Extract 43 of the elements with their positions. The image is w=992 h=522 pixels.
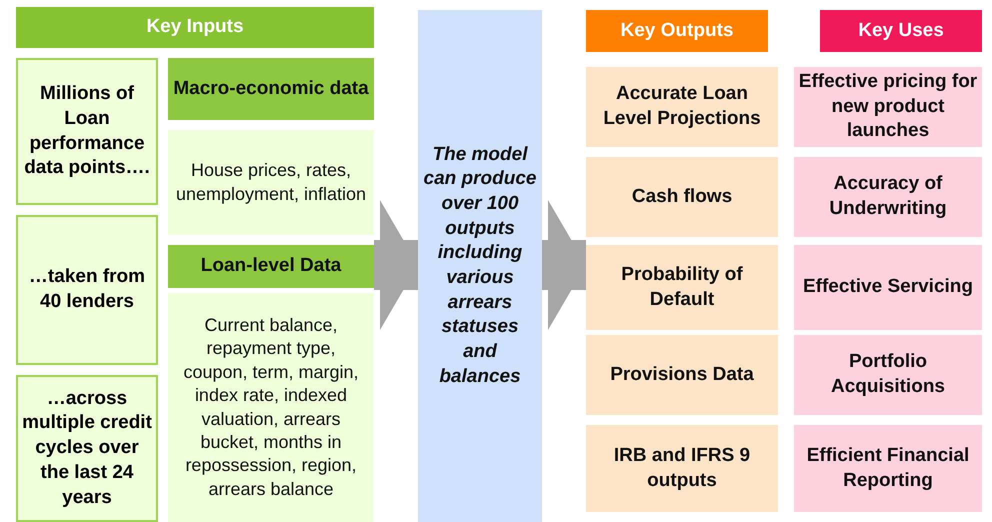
- box-text: Effective Servicing: [802, 275, 974, 300]
- box-text: House prices, rates, unemployment, inflation: [174, 159, 368, 206]
- input-card: [16, 375, 158, 522]
- box-text: Accuracy of Underwriting: [828, 172, 948, 221]
- box-text: Probability of Default: [620, 262, 744, 312]
- output-card: [586, 67, 778, 147]
- header-band: [586, 10, 768, 52]
- box-text: Key Inputs: [146, 15, 244, 40]
- box-text: …across multiple credit cycles over the last 24 years: [22, 386, 152, 510]
- use-card: [794, 335, 982, 415]
- chevron-arrow: [374, 200, 418, 330]
- output-card: [586, 157, 778, 237]
- box-text: Portfolio Acquisitions: [830, 350, 946, 399]
- box-text: Provisions Data: [610, 362, 754, 387]
- header-band: [168, 58, 374, 120]
- input-card: [16, 58, 158, 205]
- model-panel: [418, 10, 542, 522]
- input-card: [168, 130, 374, 235]
- output-card: [586, 425, 778, 512]
- input-card: [168, 293, 374, 522]
- header-band: [820, 10, 982, 52]
- use-card: [794, 157, 982, 237]
- header-band: [168, 245, 374, 288]
- box-text: Macro-economic data: [173, 76, 369, 101]
- box-text: Efficient Financial Reporting: [806, 444, 970, 492]
- box-text: Effective pricing for new product launches: [798, 70, 978, 144]
- header-band: [16, 7, 374, 48]
- box-text: Current balance, repayment type, coupon, term, margin, index rate, indexed valuation, arrears bucket, months in repossession, region, arrears balance: [182, 314, 360, 501]
- use-card: [794, 245, 982, 330]
- box-text: Loan-level Data: [200, 254, 342, 278]
- output-card: [586, 335, 778, 415]
- box-text: …taken from 40 lenders: [28, 265, 146, 314]
- output-card: [586, 245, 778, 330]
- box-text: Key Outputs: [620, 18, 734, 43]
- box-text: The model can produce over 100 outputs including various arrears statuses and balances: [422, 142, 538, 389]
- box-text: Millions of Loan performance data points….: [23, 82, 151, 180]
- chevron-arrow: [542, 200, 586, 330]
- box-text: Accurate Loan Level Projections: [602, 82, 762, 131]
- box-text: IRB and IFRS 9 outputs: [612, 444, 752, 492]
- input-card: [16, 215, 158, 365]
- box-text: Cash flows: [632, 184, 732, 209]
- box-text: Key Uses: [858, 18, 944, 43]
- use-card: [794, 425, 982, 512]
